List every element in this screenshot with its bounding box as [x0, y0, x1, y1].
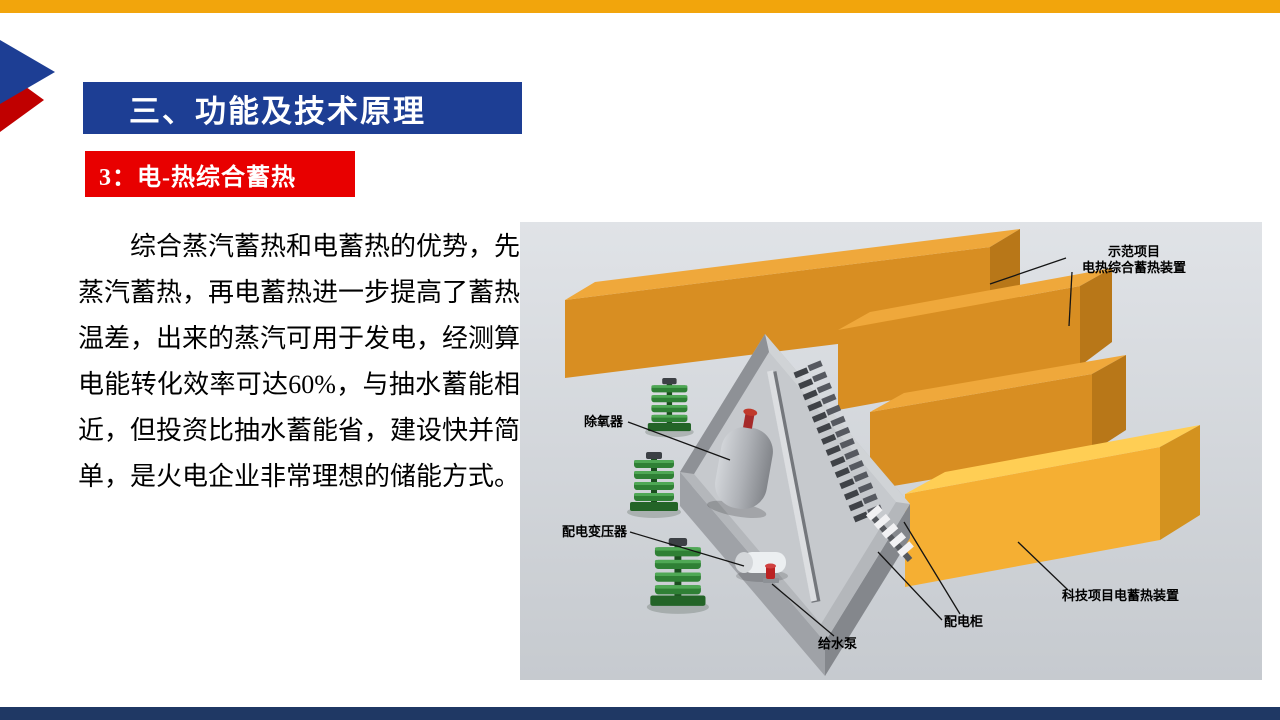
- label-distribution-transformer: 配电变压器: [562, 524, 628, 539]
- subsection-badge: 3：电-热综合蓄热: [85, 151, 355, 197]
- storage-box-2: [838, 268, 1112, 410]
- diagram-3d-illustration: 示范项目 电热综合蓄热装置 除氧器 配电变压器 给水泵 配电柜 科技项目电蓄热装…: [520, 222, 1262, 680]
- section-title-text: 三、功能及技术原理: [129, 93, 426, 129]
- green-equipment-2: [627, 452, 681, 518]
- top-accent-bar: [0, 0, 1280, 13]
- heater-row-front: [793, 367, 869, 523]
- equipment-container: [680, 334, 915, 676]
- white-pump: [735, 552, 788, 582]
- label-feedwater-pump: 给水泵: [818, 636, 858, 651]
- label-demo-project: 示范项目 电热综合蓄热装置: [1068, 244, 1200, 276]
- storage-box-4-yellow: [905, 425, 1200, 587]
- label-tech-project: 科技项目电蓄热装置: [1062, 588, 1180, 603]
- label-deaerator: 除氧器: [584, 414, 624, 429]
- subsection-badge-text: 3：电-热综合蓄热: [99, 164, 296, 191]
- chevron-decoration-icon: [0, 40, 55, 132]
- label-power-cabinet: 配电柜: [944, 614, 984, 629]
- deaerator-tank: [707, 408, 773, 519]
- diagram-scene: [520, 222, 1262, 680]
- red-feed-pump: [763, 563, 779, 583]
- heater-row-back: [807, 360, 883, 516]
- body-paragraph: 综合蒸汽蓄热和电蓄热的优势，先蒸汽蓄热，再电蓄热进一步提高了蓄热温差，出来的蒸汽…: [78, 232, 521, 491]
- section-title: 三、功能及技术原理: [83, 82, 522, 134]
- label-demo-project-line2: 电热综合蓄热装置: [1081, 260, 1186, 275]
- label-demo-project-line1: 示范项目: [1107, 244, 1160, 259]
- green-equipment-1: [645, 378, 694, 438]
- power-cabinets: [865, 504, 915, 558]
- bottom-accent-bar: [0, 707, 1280, 720]
- green-equipment-3: [646, 538, 709, 614]
- leader-lines: [627, 257, 1073, 637]
